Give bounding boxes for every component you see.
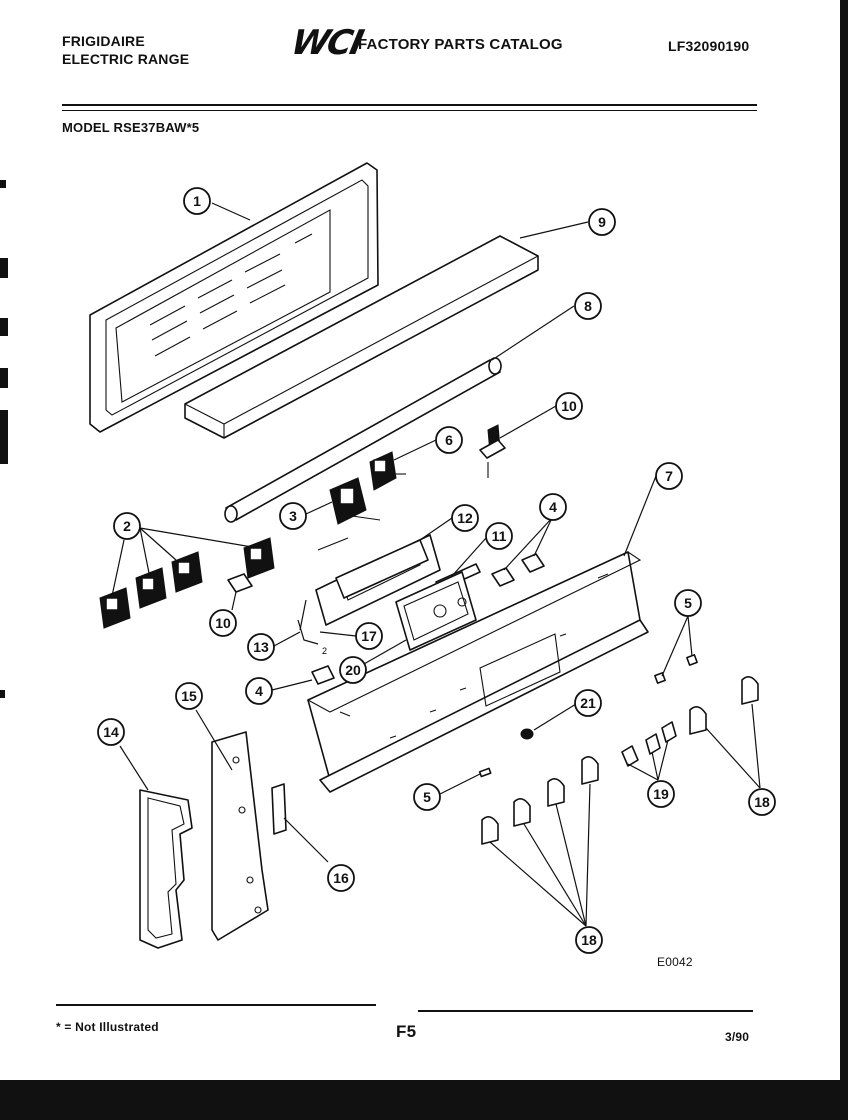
callout-19: 19 — [647, 780, 675, 808]
svg-text:10: 10 — [561, 398, 577, 414]
svg-text:2: 2 — [322, 646, 327, 656]
catalog-title: FACTORY PARTS CATALOG — [358, 36, 563, 53]
callout-15: 15 — [175, 682, 203, 710]
callout-2: 2 — [113, 512, 141, 540]
leader-lines — [111, 202, 761, 927]
page-number: F5 — [396, 1022, 417, 1041]
scan-edge-left-mark — [0, 690, 5, 698]
callout-21: 21 — [574, 689, 602, 717]
scan-edge-left-mark — [0, 258, 8, 278]
scan-edge-left-mark — [0, 318, 8, 336]
callout-12: 12 — [451, 504, 479, 532]
svg-text:3: 3 — [289, 508, 297, 524]
callout-5-right: 5 — [674, 589, 702, 617]
part-spring-13-17: 2 — [297, 599, 327, 656]
svg-text:5: 5 — [423, 789, 431, 805]
callout-8: 8 — [574, 292, 602, 320]
part-bracket-lower — [227, 573, 253, 593]
part-knob-insert-21 — [520, 728, 534, 740]
callout-5-lower: 5 — [413, 783, 441, 811]
callout-9: 9 — [588, 208, 616, 236]
svg-text:5: 5 — [684, 595, 692, 611]
footer-note: * = Not Illustrated — [56, 1020, 159, 1034]
header-rule-top — [62, 104, 757, 106]
svg-text:10: 10 — [215, 615, 231, 631]
part-clips-4 — [311, 553, 545, 685]
svg-text:16: 16 — [333, 870, 349, 886]
footer-rule-right — [418, 1010, 753, 1012]
callout-7: 7 — [655, 462, 683, 490]
svg-text:19: 19 — [653, 786, 669, 802]
part-clips-5 — [478, 654, 698, 778]
scan-edge-right — [840, 0, 848, 1120]
revision-date: 3/90 — [725, 1030, 750, 1044]
part-control-panel — [306, 551, 649, 793]
callout-20: 20 — [339, 656, 367, 684]
svg-text:4: 4 — [255, 683, 263, 699]
part-side-trim-14 — [139, 789, 193, 949]
callout-10-lower: 10 — [209, 609, 237, 637]
callout-14: 14 — [97, 718, 125, 746]
svg-text:8: 8 — [584, 298, 592, 314]
scan-edge-left-mark — [0, 368, 8, 388]
scan-edge-bottom — [0, 1080, 848, 1120]
svg-text:9: 9 — [598, 214, 606, 230]
svg-text:18: 18 — [581, 932, 597, 948]
part-timer — [317, 477, 381, 551]
part-bracket-upper — [479, 424, 506, 478]
exploded-parts-diagram: 2 — [89, 162, 776, 954]
model-number: MODEL RSE37BAW*5 — [62, 120, 200, 135]
callout-18-right: 18 — [748, 788, 776, 816]
svg-text:1: 1 — [193, 193, 201, 209]
callout-4-lower: 4 — [245, 677, 273, 705]
callout-16: 16 — [327, 864, 355, 892]
svg-text:21: 21 — [580, 695, 596, 711]
svg-text:11: 11 — [492, 528, 507, 544]
catalog-number: LF32090190 — [668, 38, 750, 54]
callout-18-lower: 18 — [575, 926, 603, 954]
callout-3: 3 — [279, 502, 307, 530]
part-switch — [369, 451, 406, 491]
scan-edge-left-mark — [0, 180, 6, 188]
svg-text:6: 6 — [445, 432, 453, 448]
scan-edge-left-mark — [0, 410, 8, 464]
callout-17: 17 — [355, 622, 383, 650]
svg-text:13: 13 — [253, 639, 269, 655]
callout-11: 11 — [485, 522, 513, 550]
svg-text:17: 17 — [361, 628, 377, 644]
footer-rule-left — [56, 1004, 376, 1006]
part-lens-frame — [315, 534, 441, 626]
part-upper-trim — [184, 235, 539, 439]
header-rule-bottom — [62, 110, 757, 111]
svg-text:7: 7 — [665, 468, 673, 484]
part-rod — [224, 357, 502, 523]
callout-4-upper: 4 — [539, 493, 567, 521]
callout-13: 13 — [247, 633, 275, 661]
callout-1: 1 — [183, 187, 211, 215]
part-end-panel-15 — [211, 731, 269, 941]
part-timer-bezel — [395, 571, 477, 651]
part-knobs-18 — [481, 676, 759, 845]
part-infinite-switches — [99, 537, 275, 629]
svg-text:12: 12 — [457, 510, 473, 526]
product-type: ELECTRIC RANGE — [62, 51, 190, 67]
svg-text:15: 15 — [181, 688, 197, 704]
svg-text:20: 20 — [345, 662, 361, 678]
diagram-code: E0042 — [657, 955, 693, 969]
svg-text:2: 2 — [123, 518, 131, 534]
callout-6: 6 — [435, 426, 463, 454]
callout-10-upper: 10 — [555, 392, 583, 420]
part-plate-16 — [271, 783, 287, 835]
part-stems-19 — [621, 721, 677, 767]
part-backguard-glass — [89, 162, 379, 433]
svg-text:18: 18 — [754, 794, 770, 810]
brand-name: FRIGIDAIRE — [62, 33, 145, 49]
svg-text:14: 14 — [103, 724, 119, 740]
svg-text:4: 4 — [549, 499, 557, 515]
